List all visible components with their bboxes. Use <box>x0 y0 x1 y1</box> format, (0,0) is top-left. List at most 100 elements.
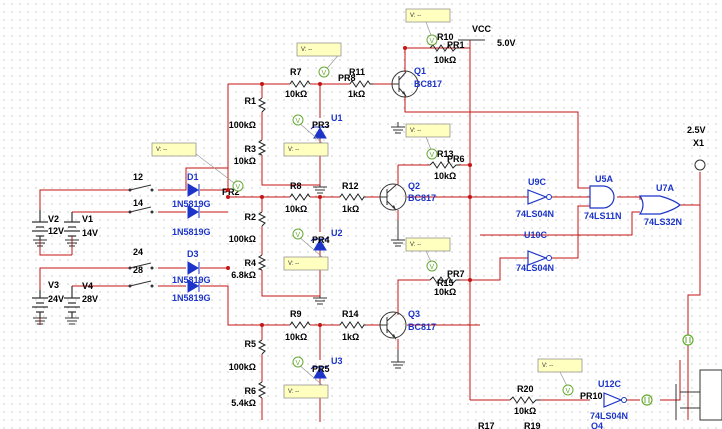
resistor-r15-symbol[interactable] <box>429 276 460 284</box>
zener-u3[interactable]: U3 <box>310 356 343 379</box>
probe-pr10[interactable]: V: -- V <box>537 358 583 396</box>
resistor-r20-symbol[interactable] <box>509 396 540 404</box>
r2-name: R2 <box>244 212 256 222</box>
resistor-r3-symbol[interactable] <box>257 139 267 156</box>
probe-pr1[interactable]: V: -- V <box>405 8 451 46</box>
resistor-r5-symbol[interactable] <box>257 339 267 355</box>
r6-name: R6 <box>244 386 256 396</box>
u12c-name: U12C <box>598 379 622 389</box>
current-probe-relay-feed[interactable] <box>682 334 694 346</box>
switch-24-label: 24 <box>133 247 143 257</box>
zener-u1[interactable]: U1 <box>310 113 343 139</box>
u2-name: U2 <box>331 228 343 238</box>
probe-pr2-readout: V: -- <box>156 147 167 153</box>
d4-part: 1N5819G <box>172 293 211 303</box>
r14-value: 1kΩ <box>342 332 359 342</box>
pr10-label: PR10 <box>580 391 603 401</box>
transistor-q3[interactable]: Q3 BC817 <box>379 309 436 340</box>
ground-icon <box>313 296 327 305</box>
u7a-name: U7A <box>656 183 675 193</box>
resistor-r8-symbol[interactable] <box>289 193 311 201</box>
switch-12[interactable]: 12 <box>128 172 154 192</box>
gate-u5a-and[interactable]: U5A 74LS11N <box>584 174 622 221</box>
zener-u2[interactable]: U2 <box>310 228 343 251</box>
ground-icon <box>391 122 405 134</box>
diode-d1[interactable]: D1 1N5819G <box>172 172 211 209</box>
diode-d2[interactable]: 1N5819G <box>172 205 211 237</box>
gate-u10c-inverter[interactable]: U10C 74LS04N <box>516 230 554 273</box>
probe-pr5[interactable]: V: -- V <box>283 356 329 399</box>
u9c-name: U9C <box>528 177 547 187</box>
probe-pr3-readout: V: -- <box>288 147 299 153</box>
q1-name: Q1 <box>414 66 426 76</box>
switch-14[interactable]: 14 <box>128 198 154 214</box>
switch-28[interactable]: 28 <box>128 265 154 288</box>
battery-v4[interactable]: V4 28V <box>64 281 98 318</box>
vcc-rail[interactable]: VCC 5.0V <box>458 24 516 48</box>
battery-v2[interactable]: V2 12V <box>32 210 64 240</box>
resistor-r1-symbol[interactable] <box>257 97 267 113</box>
resistor-r4-symbol[interactable] <box>257 254 267 271</box>
resistor-r7-symbol[interactable] <box>289 80 311 88</box>
transistor-q1[interactable]: Q1 BC817 <box>391 66 442 98</box>
probe-pr6[interactable]: V: -- V <box>405 123 451 160</box>
r1-name: R1 <box>244 96 256 106</box>
transistor-q2[interactable]: Q2 BC817 <box>379 181 436 211</box>
u3-name: U3 <box>331 356 343 366</box>
pr3-label: PR3 <box>312 120 330 130</box>
probe-pr3[interactable]: V: -- V <box>283 114 329 157</box>
switch-24[interactable]: 24 <box>128 247 154 270</box>
d1-name: D1 <box>187 172 199 182</box>
x1-label: X1 <box>693 138 704 148</box>
r11-name: R11 <box>349 67 365 77</box>
diode-d3[interactable]: D3 1N5819G <box>172 249 211 285</box>
r8-name: R8 <box>290 181 302 191</box>
r4-value: 6.8kΩ <box>231 270 256 280</box>
r12-value: 1kΩ <box>342 204 359 214</box>
q2-part: BC817 <box>408 193 436 203</box>
pr1-label: PR1 <box>447 40 465 50</box>
resistor-r11-symbol[interactable] <box>349 80 373 88</box>
probe-pr10-readout: V: -- <box>542 363 553 369</box>
r4-name: R4 <box>244 258 256 268</box>
resistor-r6-symbol[interactable] <box>257 381 267 399</box>
r20-value: 10kΩ <box>514 406 536 416</box>
svg-text:V: V <box>430 152 435 159</box>
resistor-r9-symbol[interactable] <box>289 321 311 329</box>
v4-name: V4 <box>82 281 93 291</box>
switch-12-label: 12 <box>133 172 143 182</box>
transistor-q4[interactable]: Q4 <box>591 384 700 429</box>
resistor-r12-symbol[interactable] <box>339 193 366 201</box>
gate-u9c-inverter[interactable]: U9C 74LS04N <box>516 177 554 219</box>
battery-v3[interactable]: V3 24V <box>32 280 64 318</box>
d3-name: D3 <box>187 249 199 259</box>
r10-name: R10 <box>437 32 454 42</box>
resistor-r10-symbol[interactable] <box>429 44 460 52</box>
probe-pr4[interactable]: V: -- V <box>283 228 329 271</box>
pr7-label: PR7 <box>447 269 465 279</box>
r13-name: R13 <box>437 149 454 159</box>
diode-d4[interactable]: 1N5819G <box>172 279 211 303</box>
svg-text:V: V <box>296 232 301 239</box>
r15-name: R15 <box>437 278 454 288</box>
q3-part: BC817 <box>408 322 436 332</box>
probe-pr7[interactable]: V: -- V <box>405 237 451 272</box>
q2-name: Q2 <box>408 181 420 191</box>
switch-14-label: 14 <box>133 198 143 208</box>
gate-u7a-or[interactable]: U7A 74LS32N <box>638 183 682 227</box>
svg-text:V: V <box>322 70 327 77</box>
x1-lamp[interactable]: 2.5V X1 <box>687 125 706 171</box>
resistor-r14-symbol[interactable] <box>339 321 366 329</box>
resistor-r2-symbol[interactable] <box>257 211 267 227</box>
probe-pr8[interactable]: V: -- V <box>296 42 342 78</box>
resistor-r13-symbol[interactable] <box>429 161 460 169</box>
battery-v1[interactable]: V1 14V <box>64 212 98 238</box>
u5a-part: 74LS11N <box>584 211 622 221</box>
probe-pr2[interactable]: V: -- V <box>151 142 244 192</box>
current-probe-u12c-output[interactable] <box>641 394 653 406</box>
relay-box[interactable] <box>699 369 722 421</box>
svg-text:V: V <box>566 388 571 395</box>
r14-name: R14 <box>342 309 359 319</box>
gate-u12c-inverter[interactable]: U12C 74LS04N <box>590 379 628 421</box>
